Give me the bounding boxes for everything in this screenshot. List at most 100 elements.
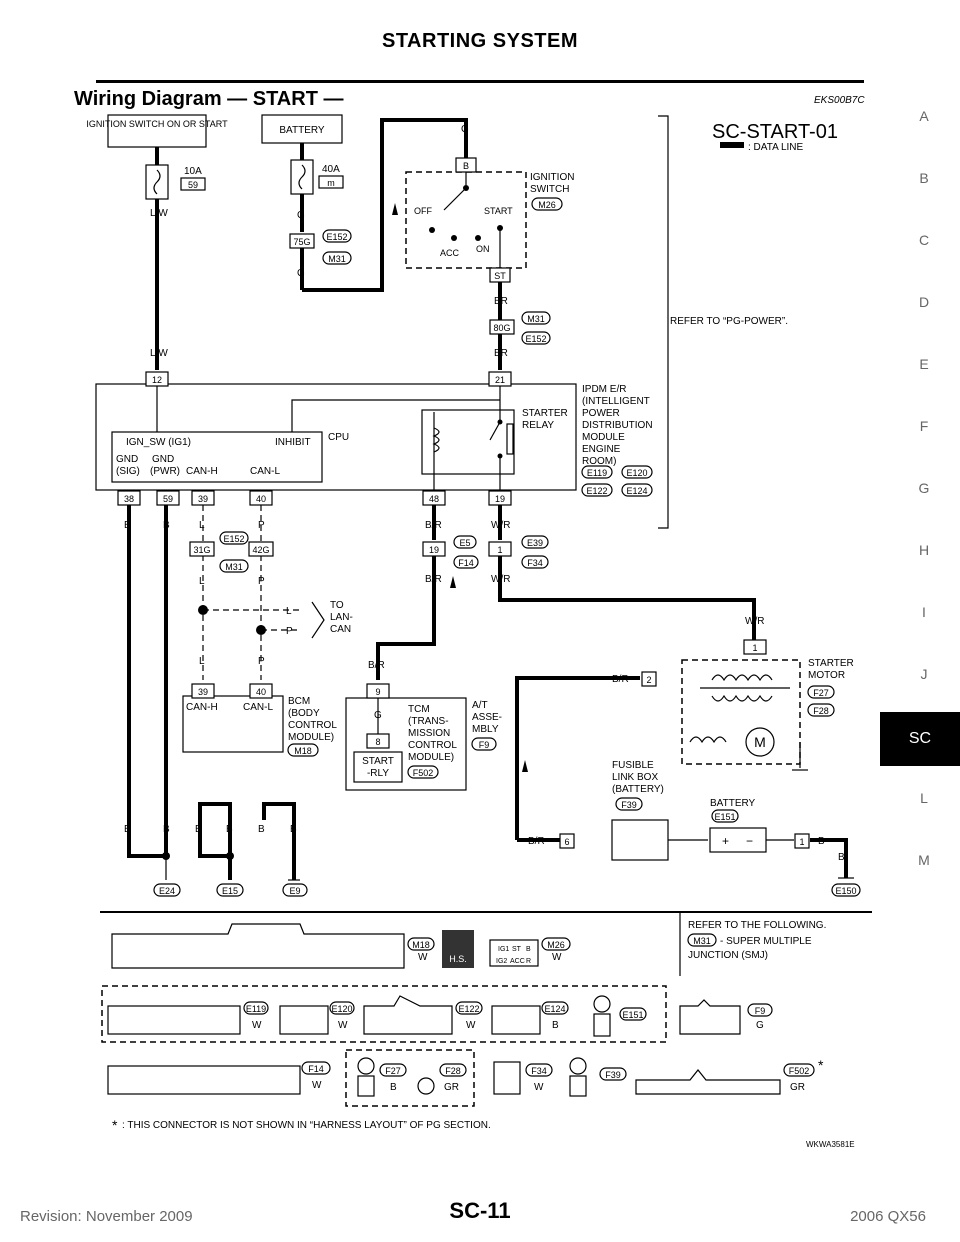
tab-g[interactable]: G [918, 480, 930, 496]
diagram-id: SC-START-01 [712, 121, 838, 143]
fuse-10a: 10A [184, 166, 202, 177]
ipdm-line-1: (INTELLIGENT [582, 396, 650, 407]
footnote: : THIS CONNECTOR IS NOT SHOWN IN “HARNES… [122, 1120, 491, 1131]
svg-text:IG1: IG1 [498, 946, 509, 953]
svg-text:LINK BOX: LINK BOX [612, 772, 658, 783]
svg-text:P: P [258, 656, 265, 667]
svg-text:W/R: W/R [745, 616, 764, 627]
ground-e24: E24 [159, 886, 175, 896]
tab-h[interactable]: H [918, 542, 930, 558]
ipdm-line-4: MODULE [582, 432, 625, 443]
fuse-10a-num: 59 [188, 180, 198, 190]
svg-text:B: B [838, 852, 845, 863]
ignition-on-start-label: IGNITION SWITCH ON OR START [86, 119, 228, 129]
svg-text:+: + [722, 834, 729, 848]
header-rule [96, 80, 864, 83]
cpu-gnd-pwr-1: GND [152, 454, 174, 465]
tab-d[interactable]: D [918, 294, 930, 310]
svg-text:2: 2 [646, 675, 651, 685]
svg-text:CAN-H: CAN-H [186, 702, 218, 713]
motor-icon [745, 727, 775, 757]
to-lan-2: LAN- [330, 612, 353, 623]
ground-e15: E15 [222, 886, 238, 896]
cpu-gnd-sig-2: (SIG) [116, 466, 140, 477]
svg-text:*: * [112, 1117, 118, 1133]
label-br-2: BR [494, 348, 508, 359]
ign-switch-conn: M26 [538, 200, 556, 210]
svg-text:1: 1 [497, 545, 502, 555]
cpu-can-h: CAN-H [186, 466, 218, 477]
svg-text:B: B [195, 824, 202, 835]
label-br-1: BR [494, 296, 508, 307]
svg-text:FUSIBLE: FUSIBLE [612, 760, 654, 771]
svg-text:START: START [362, 756, 394, 767]
svg-text:1: 1 [752, 643, 757, 653]
data-line-legend: : DATA LINE [748, 142, 804, 153]
footer-page: SC-11 [449, 1198, 511, 1223]
svg-text:19: 19 [495, 494, 505, 504]
svg-text:40: 40 [256, 494, 266, 504]
tab-i[interactable]: I [922, 604, 926, 620]
ipdm-pin-21: 21 [495, 375, 505, 385]
ipdm-line-3: DISTRIBUTION [582, 420, 653, 431]
tab-c[interactable]: C [918, 232, 930, 248]
cpu-gnd-sig-1: GND [116, 454, 138, 465]
ipdm-line-2: POWER [582, 408, 620, 419]
conn-e152-a: E152 [326, 232, 347, 242]
svg-text:1: 1 [799, 837, 804, 847]
fuse-40a-num: m [327, 178, 335, 188]
svg-text:31G: 31G [193, 545, 210, 555]
svg-text:B: B [163, 520, 170, 531]
svg-text:E124: E124 [544, 1004, 565, 1014]
svg-text:MODULE): MODULE) [408, 752, 454, 763]
svg-text:E122: E122 [458, 1004, 479, 1014]
svg-text:- SUPER MULTIPLE: - SUPER MULTIPLE [720, 936, 812, 947]
svg-text:IG2: IG2 [496, 958, 507, 965]
svg-text:F14: F14 [308, 1064, 324, 1074]
svg-text:M31: M31 [693, 936, 711, 946]
cpu-label: CPU [328, 432, 349, 443]
svg-text:F502: F502 [413, 768, 434, 778]
conn-m31-a: M31 [328, 254, 346, 264]
svg-text:F28: F28 [813, 706, 829, 716]
svg-text:MISSION: MISSION [408, 728, 450, 739]
ignition-on-start-box [107, 114, 207, 148]
svg-text:W: W [534, 1082, 544, 1093]
svg-text:E39: E39 [527, 538, 543, 548]
tab-a[interactable]: A [919, 108, 929, 124]
relay-label-1: STARTER [522, 408, 568, 419]
connector-e124 [491, 1005, 541, 1035]
cpu-box [111, 431, 323, 483]
svg-text:(TRANS-: (TRANS- [408, 716, 449, 727]
ipdm-conn-e124: E124 [626, 486, 647, 496]
to-lan-3: CAN [330, 624, 351, 635]
svg-text:F39: F39 [605, 1070, 621, 1080]
tab-e[interactable]: E [919, 356, 929, 372]
conn-e152-b: E152 [525, 334, 546, 344]
tab-f[interactable]: F [919, 418, 929, 434]
svg-text:B: B [124, 520, 131, 531]
svg-text:B: B [552, 1020, 559, 1031]
tab-sc[interactable]: SC [880, 712, 960, 766]
ign-switch-label2: SWITCH [530, 184, 569, 195]
svg-text:E5: E5 [459, 538, 470, 548]
tab-l[interactable]: L [920, 790, 928, 806]
tab-b[interactable]: B [919, 170, 929, 186]
tab-j[interactable]: J [920, 666, 928, 682]
svg-text:(BATTERY): (BATTERY) [612, 784, 664, 795]
svg-text:*: * [818, 1057, 824, 1073]
battery-box-label: BATTERY [279, 125, 325, 136]
to-lan-1: TO [330, 600, 344, 611]
svg-text:W: W [418, 952, 428, 963]
cpu-ign-sw: IGN_SW (IG1) [126, 437, 191, 448]
svg-text:F502: F502 [789, 1066, 810, 1076]
conn-m31-b: M31 [527, 314, 545, 324]
svg-text:ST: ST [512, 946, 522, 953]
svg-text:TCM: TCM [408, 704, 430, 715]
svg-text:CONTROL: CONTROL [408, 740, 457, 751]
tab-m[interactable]: M [918, 852, 930, 868]
label-g-2: G [297, 268, 305, 279]
ign-pin-b: B [463, 161, 469, 171]
ign-start: START [484, 206, 513, 216]
